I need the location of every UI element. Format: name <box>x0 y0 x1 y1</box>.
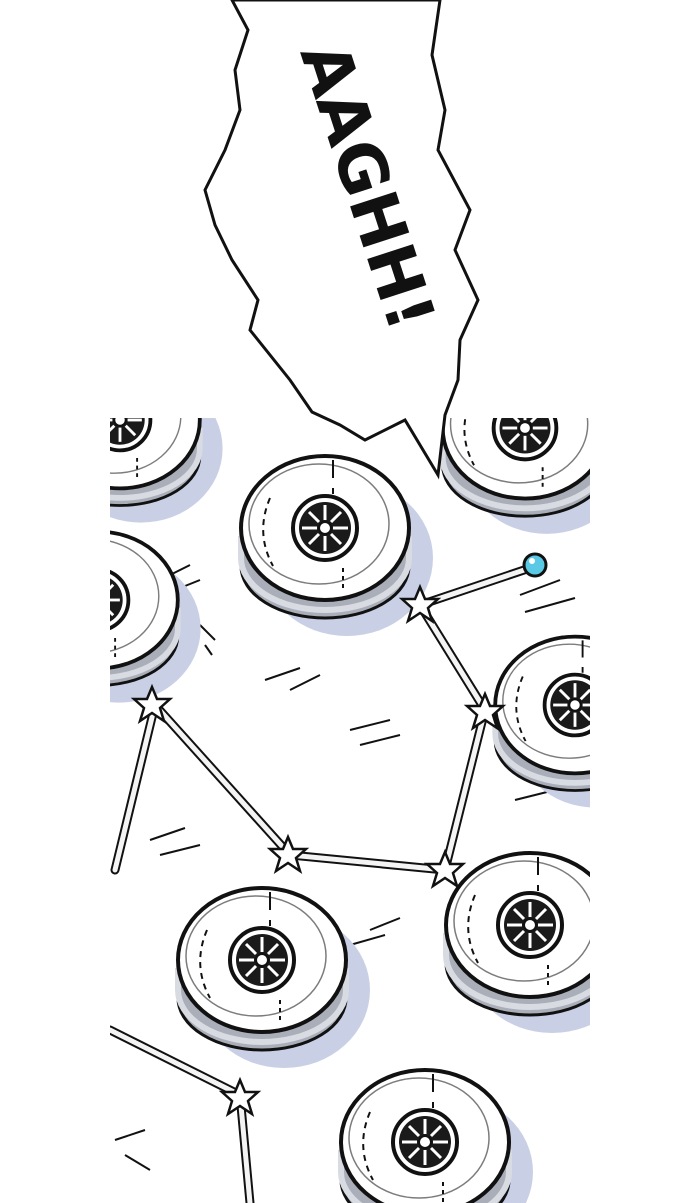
comic-panel <box>40 352 590 1203</box>
floor-marks <box>114 564 576 1171</box>
cyan-orb-icon <box>522 552 548 578</box>
pod-top-left <box>40 352 222 523</box>
connecting-wires <box>110 563 535 1203</box>
jagged-speech-bubble-icon: AAGHH! <box>203 0 480 480</box>
